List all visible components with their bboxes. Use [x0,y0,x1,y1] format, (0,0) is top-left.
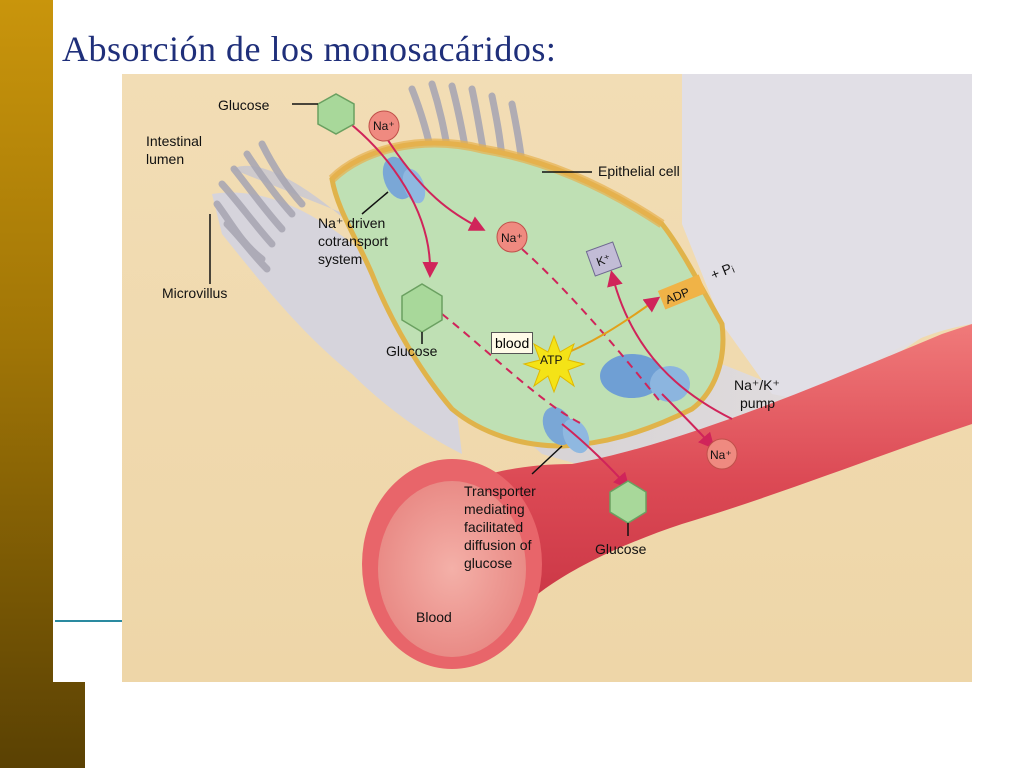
divider-line [55,620,125,622]
label-pump-2: pump [740,395,775,411]
label-transporter-5: glucose [464,555,512,571]
label-microvillus: Microvillus [162,285,227,301]
label-pump-1: Na⁺/K⁺ [734,377,780,393]
label-epithelial: Epithelial cell [598,163,680,179]
label-transporter-4: diffusion of [464,537,532,553]
label-blood: Blood [416,609,452,625]
label-na-driven-2: cotransport [318,233,388,249]
label-na-bottom: Na⁺ [710,448,732,462]
label-transporter-2: mediating [464,501,525,517]
label-intestinal-2: lumen [146,151,184,167]
label-na-driven-3: system [318,251,362,267]
label-glucose-bottom: Glucose [595,541,647,557]
slide-title: Absorción de los monosacáridos: [62,28,556,70]
label-glucose-top: Glucose [218,97,270,113]
label-na-driven-1: Na⁺ driven [318,215,385,231]
label-transporter-3: facilitated [464,519,523,535]
label-na-mid: Na⁺ [501,231,523,245]
label-atp: ATP [540,353,562,367]
label-glucose-mid: Glucose [386,343,438,359]
label-intestinal-1: Intestinal [146,133,202,149]
sidebar-accent [0,0,53,768]
absorption-diagram: Glucose Na⁺ Intestinal lumen Epithelial … [122,74,972,682]
label-transporter-1: Transporter [464,483,536,499]
annotation-tag: blood [491,332,533,354]
label-na-top: Na⁺ [373,119,395,133]
